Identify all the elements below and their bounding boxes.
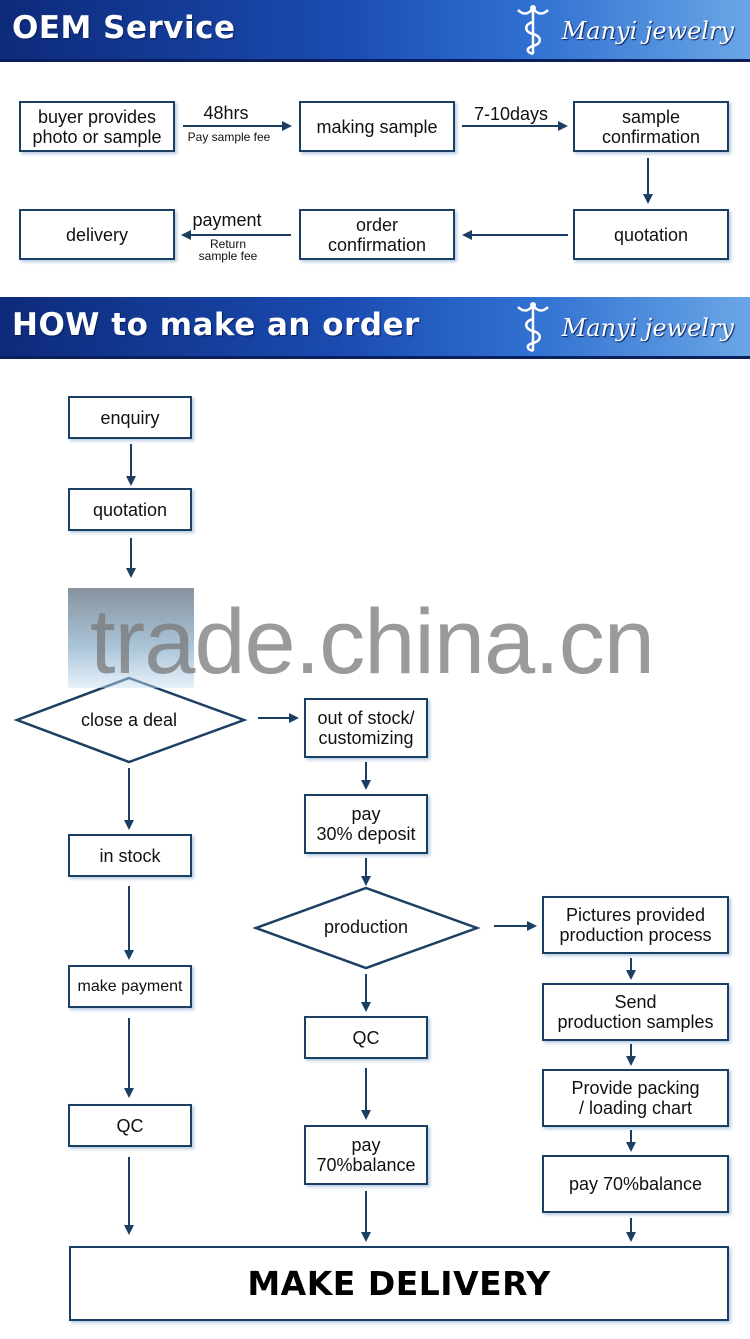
oem-step-making-sample: making sample — [299, 101, 455, 152]
oem-edge-payment: payment — [192, 210, 262, 230]
order-step-pictures: Pictures provided production process — [542, 896, 729, 954]
order-step-pay-balance-mid: pay 70%balance — [304, 1125, 428, 1185]
order-step-qc-mid: QC — [304, 1016, 428, 1059]
order-step-out-of-stock: out of stock/ customizing — [304, 698, 428, 758]
brand-logo-icon — [516, 302, 549, 353]
oem-step-order-confirmation: order confirmation — [299, 209, 455, 260]
oem-step-buyer: buyer provides photo or sample — [19, 101, 175, 152]
order-step-production: production — [323, 917, 409, 937]
order-step-in-stock: in stock — [68, 834, 192, 877]
order-step-enquiry: enquiry — [68, 396, 192, 439]
brand-oem: Manyi jewelry — [510, 4, 734, 58]
diamond-close-deal — [13, 676, 248, 764]
order-step-make-payment: make payment — [68, 965, 192, 1008]
oem-edge-48hrs: 48hrs — [203, 103, 249, 123]
order-step-close-deal: close a deal — [80, 710, 178, 730]
brand-name: Manyi jewelry — [561, 314, 734, 342]
order-step-packing: Provide packing / loading chart — [542, 1069, 729, 1127]
watermark-block — [68, 588, 194, 688]
order-step-quotation: quotation — [68, 488, 192, 531]
brand-order: Manyi jewelry — [510, 301, 734, 355]
diamond-production — [252, 886, 481, 970]
watermark-text: trade.china.cn — [90, 591, 655, 693]
order-step-pay-deposit: pay 30% deposit — [304, 794, 428, 854]
oem-edge-pay-sample-fee: Pay sample fee — [187, 130, 271, 144]
order-step-send-samples: Send production samples — [542, 983, 729, 1041]
order-step-qc-left: QC — [68, 1104, 192, 1147]
order-title: HOW to make an order — [12, 307, 420, 343]
order-step-make-delivery: MAKE DELIVERY — [69, 1246, 729, 1321]
oem-step-quotation: quotation — [573, 209, 729, 260]
oem-title: OEM Service — [12, 10, 236, 46]
oem-banner: OEM Service Manyi jewelry — [0, 0, 750, 62]
order-banner: HOW to make an order Manyi jewelry — [0, 297, 750, 359]
oem-edge-return-sample-fee: Return sample fee — [198, 237, 258, 263]
oem-edge-7-10days: 7-10days — [473, 104, 549, 124]
brand-logo-icon — [516, 5, 549, 56]
brand-name: Manyi jewelry — [561, 17, 734, 45]
oem-step-delivery: delivery — [19, 209, 175, 260]
order-step-pay-balance-right: pay 70%balance — [542, 1155, 729, 1213]
oem-step-sample-confirmation: sample confirmation — [573, 101, 729, 152]
